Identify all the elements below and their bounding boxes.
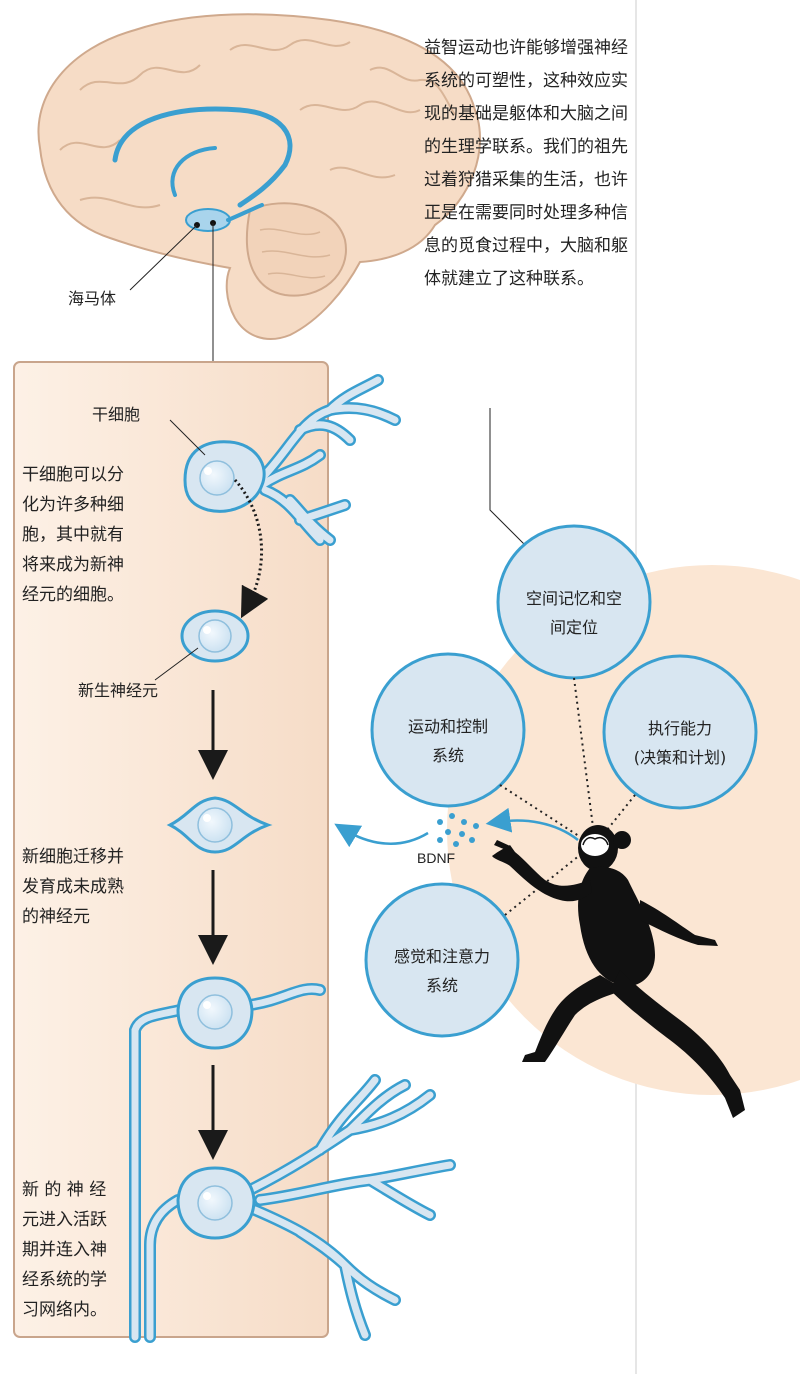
mature-neuron xyxy=(144,1074,456,1343)
label-spatial: 空间记忆和空 间定位 xyxy=(498,584,650,642)
sensory-line: 感觉和注意力 xyxy=(393,947,490,966)
corpus-callosum xyxy=(112,106,293,208)
label-sensory: 感觉和注意力 系统 xyxy=(366,942,518,1000)
bdnf-arrow-out xyxy=(334,823,429,848)
migrate-description: 新细胞迁移并 发育成未成熟 的神经元 xyxy=(22,842,162,932)
new-neuron-pointer xyxy=(154,647,199,681)
motor-line: 运动和控制 xyxy=(407,717,488,736)
network-description: 新 的 神 经 元进入活跃 期并连入神 经系统的学 习网络内。 xyxy=(22,1175,137,1325)
migrate-desc-line: 的神经元 xyxy=(22,907,90,927)
stem-desc-line: 经元的细胞。 xyxy=(22,585,124,605)
spatial-line: 空间记忆和空 xyxy=(525,589,622,608)
stem-desc-line: 将来成为新神 xyxy=(22,555,124,575)
sensory-line: 系统 xyxy=(425,976,458,995)
network-desc-line: 期并连入神 xyxy=(22,1240,107,1260)
new-neuron xyxy=(180,609,250,663)
stem-cell-description: 干细胞可以分 化为许多种细 胞，其中就有 将来成为新神 经元的细胞。 xyxy=(22,460,162,610)
stem-cell-label: 干细胞 xyxy=(92,405,141,424)
immature-neuron xyxy=(129,976,326,1343)
bdnf-arrow-in xyxy=(485,807,579,841)
brain-illustration xyxy=(37,13,481,340)
executive-line: 执行能力 xyxy=(647,719,712,738)
intro-connector xyxy=(489,408,526,546)
network-desc-line: 新 的 神 经 xyxy=(22,1180,107,1200)
stem-desc-line: 胞，其中就有 xyxy=(22,525,124,545)
executive-line: (决策和计划) xyxy=(633,748,727,767)
circle-motor xyxy=(370,652,526,808)
hippocampus-pointer xyxy=(129,224,198,291)
circle-executive xyxy=(602,654,758,810)
migrating-cell xyxy=(166,796,273,854)
spatial-line: 间定位 xyxy=(549,618,598,637)
circle-sensory xyxy=(364,882,520,1038)
stem-desc-line: 化为许多种细 xyxy=(22,495,124,515)
motor-line: 系统 xyxy=(431,746,464,765)
runner-silhouette xyxy=(492,825,745,1118)
brain-outline xyxy=(37,13,481,340)
new-neuron-label: 新生神经元 xyxy=(78,681,159,700)
hippocampus xyxy=(185,208,231,232)
bdnf-dots xyxy=(437,813,479,847)
label-executive: 执行能力 (决策和计划) xyxy=(604,714,756,772)
label-motor: 运动和控制 系统 xyxy=(372,712,524,770)
migrate-desc-line: 发育成未成熟 xyxy=(22,877,124,897)
bdnf-label: BDNF xyxy=(417,850,456,866)
network-desc-line: 元进入活跃 xyxy=(22,1210,107,1230)
stem-desc-line: 干细胞可以分 xyxy=(22,465,124,485)
system-circles xyxy=(364,524,758,1038)
network-desc-line: 经系统的学 xyxy=(22,1270,107,1290)
network-desc-line: 习网络内。 xyxy=(22,1300,107,1320)
migrate-desc-line: 新细胞迁移并 xyxy=(22,847,124,867)
cerebellum xyxy=(245,202,347,297)
stem-cell-pointer xyxy=(169,419,206,456)
intro-paragraph: 益智运动也许能够增强神经系统的可塑性，这种效应实现的基础是躯体和大脑之间的生理学… xyxy=(424,38,628,289)
hippocampus-label: 海马体 xyxy=(68,289,117,308)
